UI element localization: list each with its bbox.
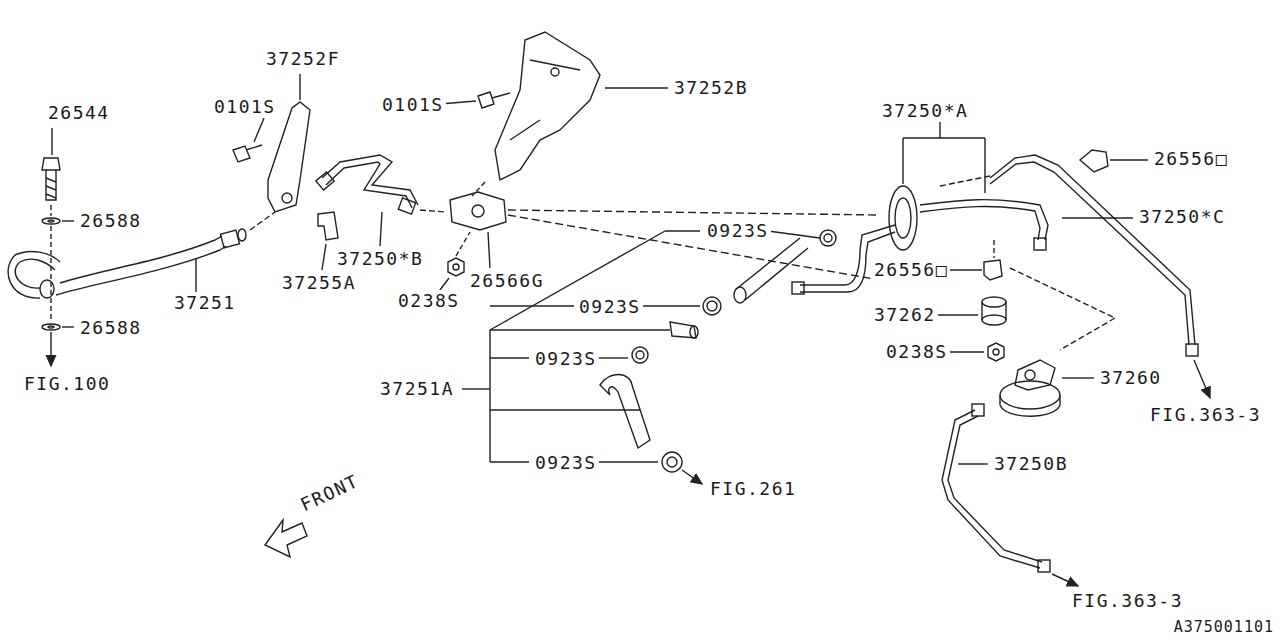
callout-number: 37250*C [1137,206,1227,228]
callout-number: 0923S [533,348,599,370]
callout-number: A375001101 [1172,616,1276,638]
callout-number: 37251 [172,292,238,314]
callout-number: 0238S [884,341,950,363]
callout-number: FIG.261 [708,478,798,500]
callout-number: 0238S [396,290,462,312]
callout-number: 0101S [380,94,446,116]
callout-number: 26588 [78,317,144,339]
callout-number: FIG.363-3 [1070,590,1185,612]
callout-number: 37250B [992,453,1070,475]
callout-number: 26566G [468,270,546,292]
callout-number: 0923S [577,296,643,318]
callout-number: FIG.363-3 [1148,404,1263,426]
callout-number: 0923S [533,452,599,474]
callout-number: 26544 [46,102,112,124]
callout-number: 37250*B [335,248,425,270]
callout-number: FIG.100 [22,373,112,395]
callout-number: 26556□ [872,259,950,281]
callout-number: 37251A [378,378,456,400]
callout-number: 37262 [872,304,938,326]
callout-number: 37252B [672,77,750,99]
callout-number: 26588 [78,210,144,232]
callout-number: 26556□ [1152,148,1230,170]
callout-number: 0923S [705,220,771,242]
callout-number: 37252F [264,48,342,70]
callout-number: 37250*A [880,100,970,122]
callout-number: 0101S [212,96,278,118]
callout-number: 37260 [1098,367,1164,389]
callout-number: 37255A [280,272,358,294]
callout-number: FRONT [295,469,364,517]
